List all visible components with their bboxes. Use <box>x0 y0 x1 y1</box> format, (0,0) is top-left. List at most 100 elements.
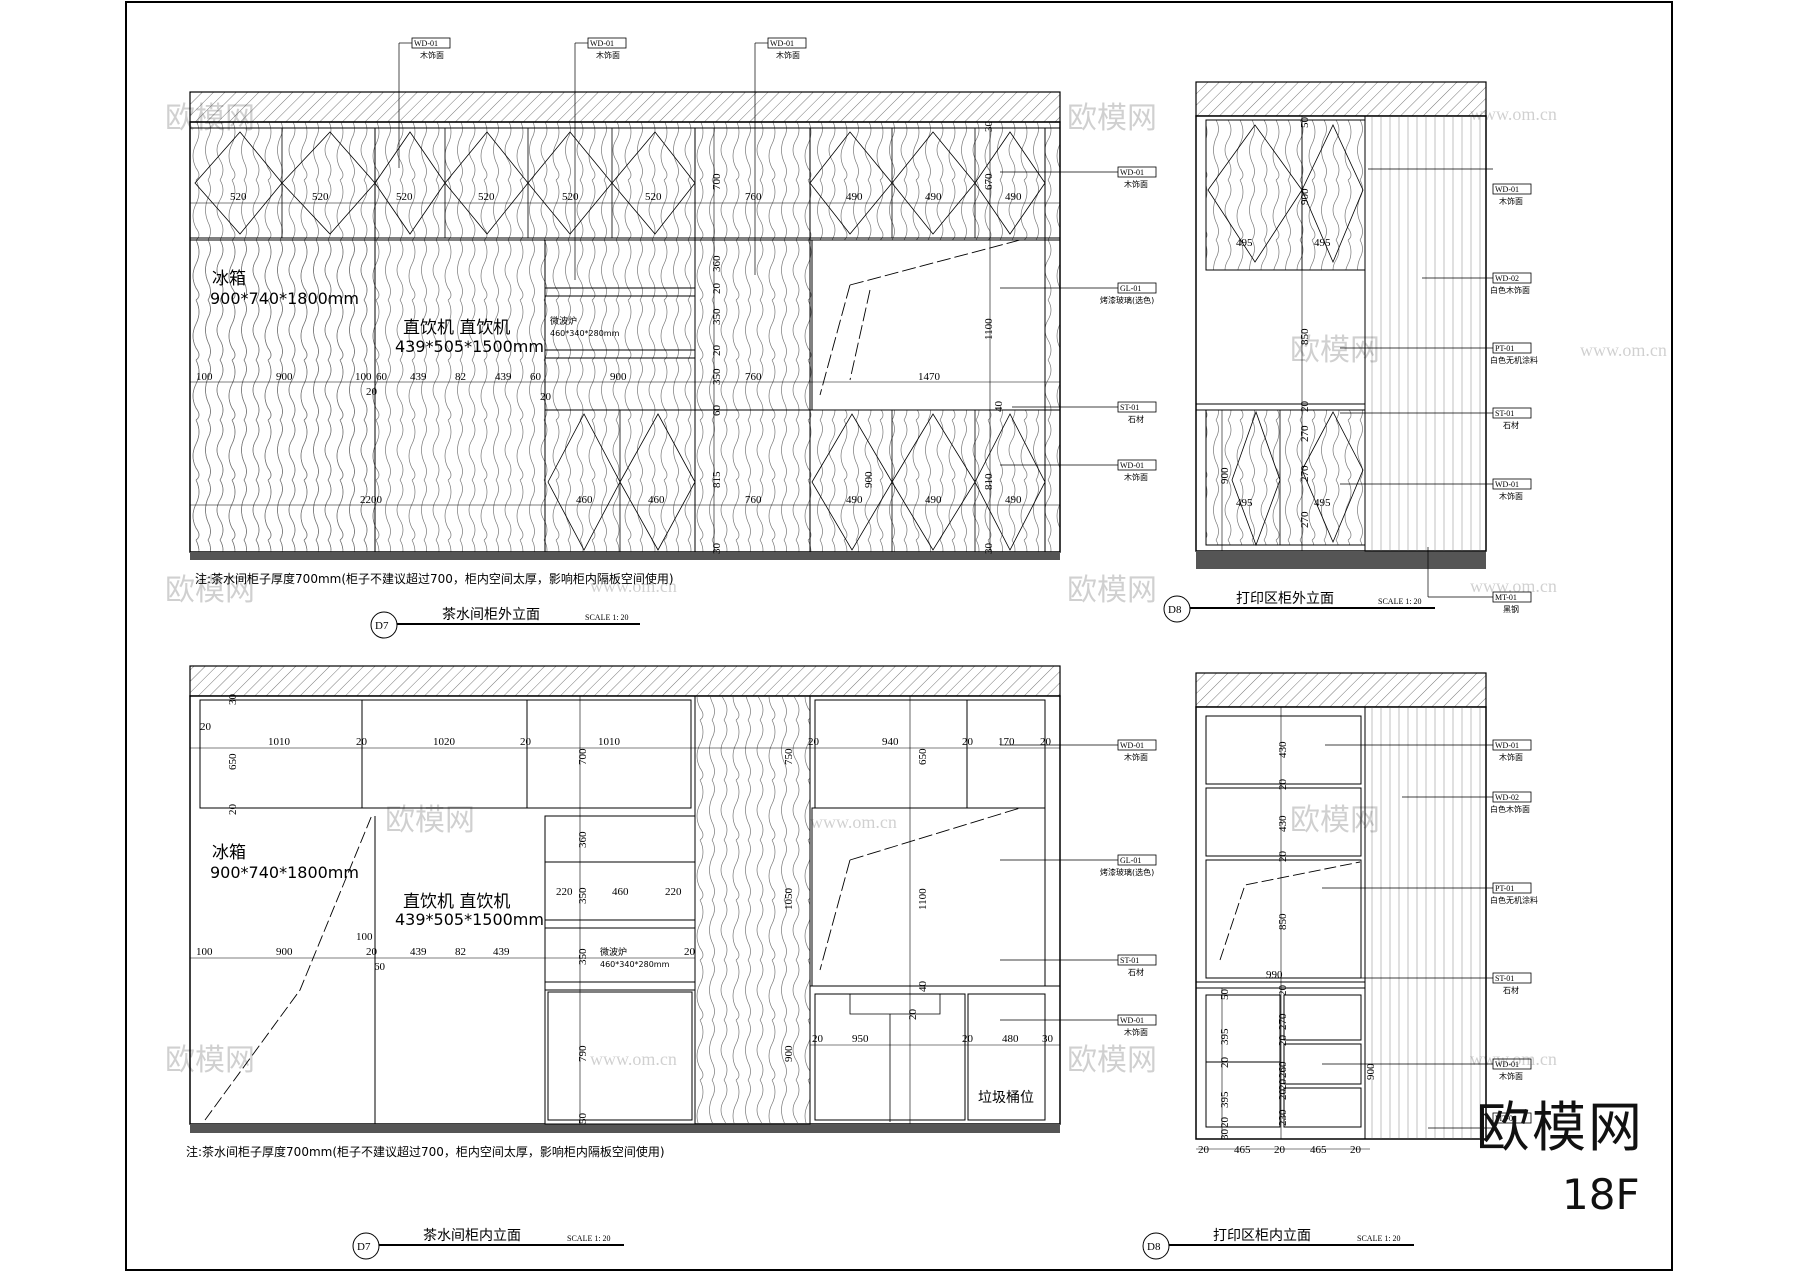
dim-text: 60 <box>711 405 723 417</box>
dim-text: 20 <box>1274 1144 1286 1156</box>
water-machine-size: 439*505*1500mm <box>395 337 544 356</box>
dim-text: 520 <box>645 191 662 203</box>
callout-desc: 木饰面 <box>1499 1071 1523 1081</box>
callout-code: PT-01 <box>1495 344 1514 353</box>
dim-text: 395 <box>1219 1028 1231 1045</box>
callout-desc: 木饰面 <box>776 50 800 60</box>
dim-text: 950 <box>852 1033 869 1045</box>
drawing-tag: D7 <box>375 620 389 632</box>
dim-text: 60 <box>376 371 388 383</box>
dim-text: 20 <box>684 946 696 958</box>
dim-text: 350 <box>711 368 723 385</box>
callout-code: MT-01 <box>1495 1114 1517 1123</box>
drawing-tag: D8 <box>1147 1241 1161 1253</box>
trash-cabinet <box>967 993 1046 1121</box>
dim-text: 495 <box>1236 237 1253 249</box>
floor-base <box>190 1124 1060 1133</box>
dim-text: 30 <box>227 694 239 706</box>
dim-text: 30 <box>711 543 723 555</box>
dim-text: 940 <box>882 736 899 748</box>
dim-text: 20 <box>812 1033 824 1045</box>
trash-label: 垃圾桶位 <box>978 1090 1034 1106</box>
lower-compartment <box>547 991 693 1121</box>
callout-desc: 烤漆玻璃(选色) <box>1100 867 1154 877</box>
callout-code: WD-01 <box>1120 741 1144 750</box>
dim-text: 850 <box>1299 328 1311 345</box>
dim-text: 20 <box>540 391 552 403</box>
dim-text: 520 <box>478 191 495 203</box>
dim-text: 1470 <box>918 371 941 383</box>
callout-desc: 石材 <box>1128 414 1144 424</box>
drawing-title: 打印区柜外立面 <box>1236 590 1334 607</box>
drawing-scale: SCALE 1: 20 <box>1378 597 1422 606</box>
lower-compartment-1 <box>1205 994 1281 1128</box>
callout-top-3: WD-01 木饰面 <box>754 37 807 275</box>
dim-text: 270 <box>1299 511 1311 528</box>
watermark-text: 欧模网 <box>1067 101 1157 136</box>
microwave-size: 460*340*280mm <box>550 329 620 338</box>
callout-desc: 木饰面 <box>596 50 620 60</box>
dim-text: 100 <box>196 371 213 383</box>
drawing-scale: SCALE 1: 20 <box>567 1234 611 1243</box>
upper-compartment-3 <box>526 699 692 809</box>
callout-side-3: PT-01 白色无机涂料 <box>1340 342 1538 365</box>
dim-text: 439 <box>495 371 512 383</box>
dim-text: 430 <box>1277 815 1289 832</box>
dim-text: 815 <box>711 471 723 488</box>
drawing-d8-exterior: 50 900 495 495 850 20 270 270 270 900 49… <box>1163 81 1538 623</box>
callout-desc: 白色无机涂料 <box>1490 355 1538 365</box>
dim-text: 20 <box>1299 401 1311 413</box>
dim-text: 1010 <box>598 736 621 748</box>
upper-compartment-1 <box>199 699 363 809</box>
dim-text: 270 <box>1299 425 1311 442</box>
wood-column <box>694 695 811 1125</box>
callout-desc: 烤漆玻璃(选色) <box>1100 295 1154 305</box>
dim-text: 495 <box>1314 237 1331 249</box>
dim-text: 20 <box>1277 1035 1289 1047</box>
dim-text: 900 <box>610 371 627 383</box>
upper-compartment-2 <box>361 699 528 809</box>
dim-text: 20 <box>907 1009 919 1021</box>
dim-text: 670 <box>983 173 995 190</box>
watermark-url: www.om.cn <box>1470 104 1557 124</box>
dim-text: 465 <box>1234 1144 1251 1156</box>
dim-text: 1020 <box>433 736 456 748</box>
dim-text: 490 <box>846 191 863 203</box>
watermark-url: www.om.cn <box>590 1049 677 1069</box>
dim-text: 1050 <box>783 888 795 911</box>
dim-text: 40 <box>917 981 929 993</box>
dim-text: 439 <box>410 946 427 958</box>
dim-text: 40 <box>993 401 1005 413</box>
water-machine-size: 439*505*1500mm <box>395 910 544 929</box>
callout-code: WD-01 <box>590 39 614 48</box>
dim-text: 350 <box>711 308 723 325</box>
microwave-label: 微波炉 <box>550 315 577 327</box>
floor-base <box>1196 551 1486 569</box>
dim-text: 2200 <box>360 494 383 506</box>
callout-code: WD-01 <box>414 39 438 48</box>
dim-text: 480 <box>1002 1033 1019 1045</box>
callout-side-6: MT-01 黑钢 <box>1427 547 1532 614</box>
ceiling-hatch <box>189 91 1061 123</box>
lower-compartment-4 <box>1283 1087 1362 1128</box>
dim-text: 20 <box>1277 1079 1289 1091</box>
drawing-d7-interior: 1010 20 1020 20 1010 940 20 170 20 20 30… <box>186 665 1157 1260</box>
watermark-url: www.om.cn <box>1580 340 1667 360</box>
dim-text: 20 <box>366 946 378 958</box>
dim-text: 20 <box>1219 1057 1231 1069</box>
dim-text: 760 <box>745 494 762 506</box>
fridge-label: 冰箱 <box>212 843 246 863</box>
watermark-text: 欧模网 <box>1290 333 1380 368</box>
callout-code: WD-01 <box>1120 1016 1144 1025</box>
drawing-scale: SCALE 1: 20 <box>585 613 629 622</box>
watermark-text: 欧模网 <box>1290 803 1380 838</box>
dim-text: 20 <box>1350 1144 1362 1156</box>
upper-compartment-4 <box>814 699 968 809</box>
fridge-area <box>192 242 374 550</box>
callout-side-6: MT-01 <box>1428 1112 1532 1129</box>
drawing-tag: D7 <box>357 1241 371 1253</box>
dim-text: 360 <box>711 255 723 272</box>
dim-text: 20 <box>356 736 368 748</box>
fridge-size: 900*740*1800mm <box>210 289 359 308</box>
